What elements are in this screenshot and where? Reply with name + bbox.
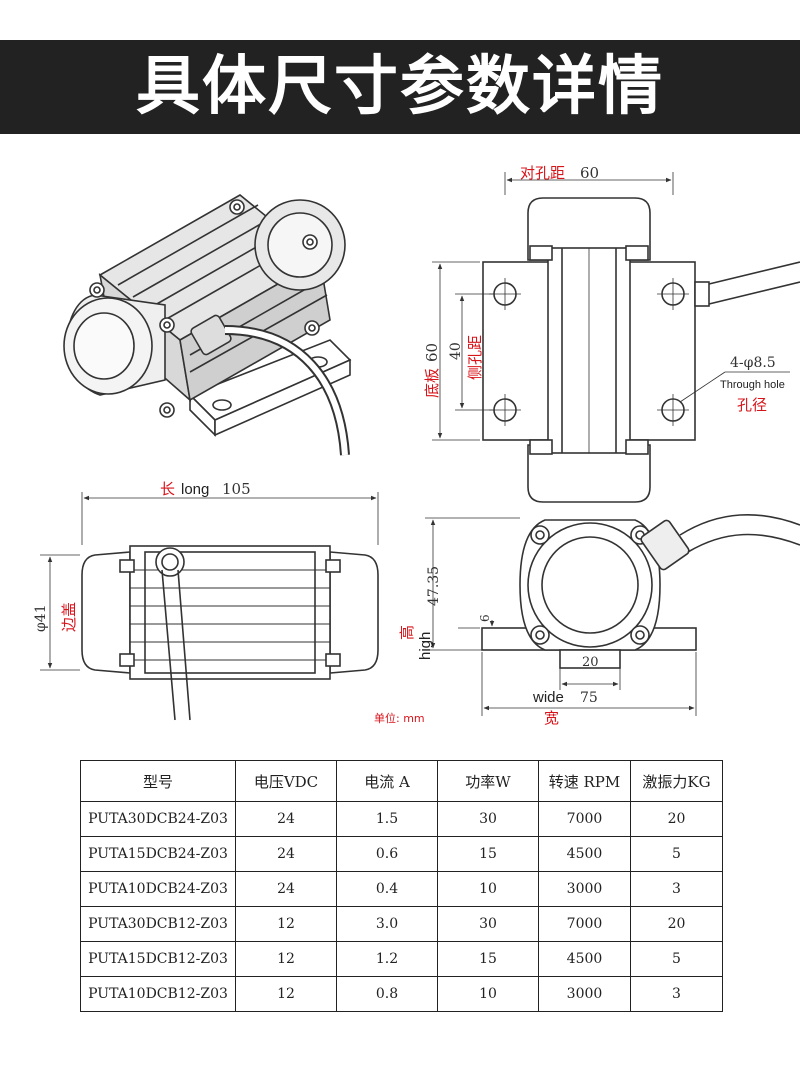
hole-spec: 4-φ8.5 xyxy=(730,355,776,371)
col-speed: 转速 RPM xyxy=(538,760,631,802)
cell-power: 15 xyxy=(437,941,539,977)
table-row: PUTA10DCB12-Z03 12 0.8 10 3000 3 xyxy=(80,976,723,1012)
cell-speed: 7000 xyxy=(538,906,631,942)
table-row: PUTA10DCB24-Z03 24 0.4 10 3000 3 xyxy=(80,871,723,907)
cell-force: 3 xyxy=(630,871,723,907)
cell-force: 5 xyxy=(630,941,723,977)
cell-speed: 3000 xyxy=(538,871,631,907)
cell-model: PUTA10DCB24-Z03 xyxy=(80,871,236,907)
dimension-drawing: 对孔距 60 底板 60 40 侧孔距 4-φ8.5 Through hole … xyxy=(33,164,800,727)
wide-en-label: wide xyxy=(532,689,564,706)
cell-voltage: 12 xyxy=(235,976,337,1012)
col-model: 型号 xyxy=(80,760,236,802)
title-banner xyxy=(0,40,800,134)
cell-voltage: 24 xyxy=(235,801,337,837)
cell-current: 1.5 xyxy=(336,801,438,837)
through-hole-label: Through hole xyxy=(720,379,785,391)
cell-voltage: 12 xyxy=(235,906,337,942)
cell-voltage: 24 xyxy=(235,836,337,872)
cover-label: 边盖 xyxy=(60,602,78,632)
cell-speed: 7000 xyxy=(538,801,631,837)
cell-power: 30 xyxy=(437,801,539,837)
cell-current: 0.6 xyxy=(336,836,438,872)
cell-current: 1.2 xyxy=(336,941,438,977)
slot-width-value: 20 xyxy=(582,655,599,670)
long-value: 105 xyxy=(222,480,251,498)
base-plate-value: 60 xyxy=(423,343,441,362)
cell-power: 30 xyxy=(437,906,539,942)
top-view xyxy=(432,172,800,503)
col-current: 电流 A xyxy=(336,760,438,802)
cell-power: 10 xyxy=(437,976,539,1012)
base-thickness-value: 6 xyxy=(478,614,492,622)
page-title: 具体尺寸参数详情 xyxy=(136,50,664,124)
cell-speed: 4500 xyxy=(538,836,631,872)
cell-current: 3.0 xyxy=(336,906,438,942)
wide-value: 75 xyxy=(580,690,598,706)
table-row: PUTA15DCB24-Z03 24 0.6 15 4500 5 xyxy=(80,836,723,872)
high-cn-label: 高 xyxy=(398,625,416,640)
cell-force: 3 xyxy=(630,976,723,1012)
cell-model: PUTA10DCB12-Z03 xyxy=(80,976,236,1012)
side-hole-label: 侧孔距 xyxy=(466,335,484,380)
cell-current: 0.4 xyxy=(336,871,438,907)
col-voltage: 电压VDC xyxy=(235,760,337,802)
cell-model: PUTA15DCB24-Z03 xyxy=(80,836,236,872)
table-row: PUTA30DCB24-Z03 24 1.5 30 7000 20 xyxy=(80,801,723,837)
hole-diameter-label: 孔径 xyxy=(737,396,767,414)
wide-cn-label: 宽 xyxy=(544,709,559,727)
cell-voltage: 24 xyxy=(235,871,337,907)
spec-table: 型号 电压VDC 电流 A 功率W 转速 RPM 激振力KG PUTA30DCB… xyxy=(80,760,723,1012)
high-en-label: high xyxy=(417,632,434,660)
diameter-value: φ41 xyxy=(33,604,49,632)
cell-power: 10 xyxy=(437,871,539,907)
cell-model: PUTA30DCB12-Z03 xyxy=(80,906,236,942)
base-plate-label: 底板 xyxy=(423,368,441,398)
side-view xyxy=(40,492,379,721)
cell-speed: 4500 xyxy=(538,941,631,977)
cell-force: 20 xyxy=(630,906,723,942)
cell-force: 5 xyxy=(630,836,723,872)
table-row: PUTA15DCB12-Z03 12 1.2 15 4500 5 xyxy=(80,941,723,977)
front-view xyxy=(425,513,800,716)
cell-power: 15 xyxy=(437,836,539,872)
cell-speed: 3000 xyxy=(538,976,631,1012)
col-force: 激振力KG xyxy=(630,760,723,802)
hole-spacing-value: 60 xyxy=(580,164,599,182)
cell-force: 20 xyxy=(630,801,723,837)
cell-voltage: 12 xyxy=(235,941,337,977)
cell-current: 0.8 xyxy=(336,976,438,1012)
cell-model: PUTA30DCB24-Z03 xyxy=(80,801,236,837)
side-hole-value: 40 xyxy=(448,342,464,360)
hole-spacing-label: 对孔距 xyxy=(520,164,565,182)
col-power: 功率W xyxy=(437,760,539,802)
table-row: PUTA30DCB12-Z03 12 3.0 30 7000 20 xyxy=(80,906,723,942)
height-value: 47.35 xyxy=(426,566,442,606)
long-en-label: long xyxy=(181,481,209,498)
motor-3d-illustration xyxy=(63,194,352,456)
cell-model: PUTA15DCB12-Z03 xyxy=(80,941,236,977)
long-cn-label: 长 xyxy=(160,480,175,498)
table-header-row: 型号 电压VDC 电流 A 功率W 转速 RPM 激振力KG xyxy=(80,760,723,802)
unit-note: 单位: mm xyxy=(374,711,425,725)
